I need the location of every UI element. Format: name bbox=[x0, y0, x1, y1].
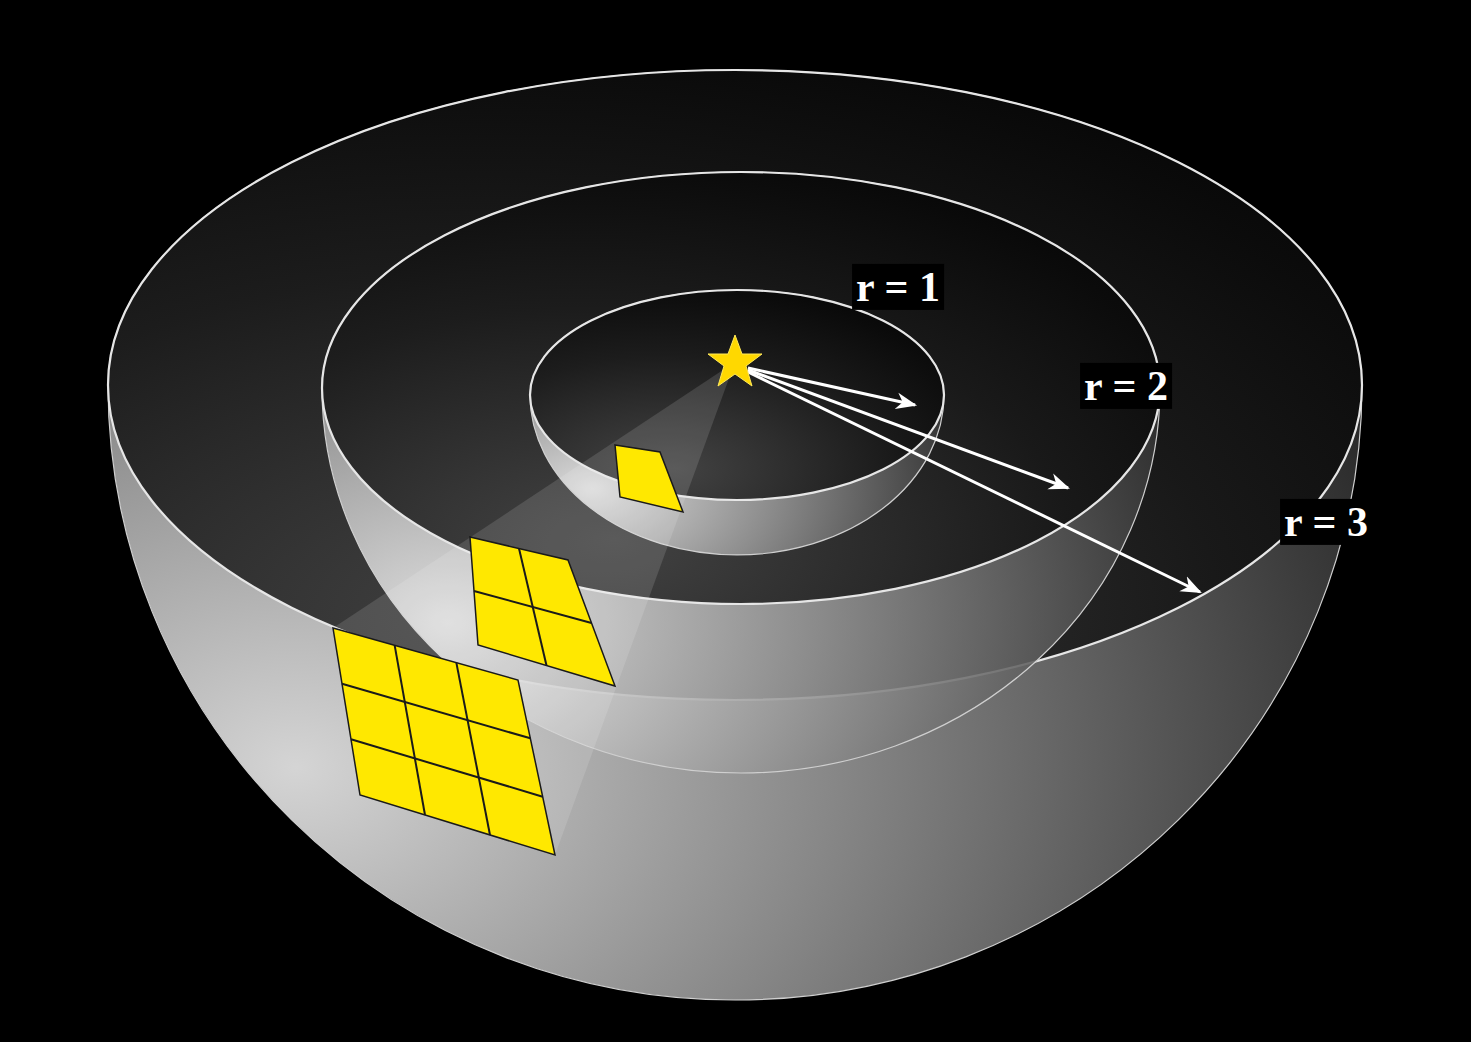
area-squares bbox=[333, 445, 683, 855]
grid-line bbox=[474, 591, 592, 623]
hemisphere-rim bbox=[322, 172, 1160, 604]
area-square bbox=[470, 537, 615, 686]
hemisphere-shell bbox=[108, 70, 1362, 1000]
light-source-star bbox=[708, 335, 762, 386]
radius-label: r = 3 bbox=[1280, 499, 1372, 545]
grid-line bbox=[342, 684, 530, 739]
grid-line bbox=[351, 739, 543, 796]
grid-line bbox=[456, 663, 490, 835]
area-square bbox=[333, 628, 555, 855]
radius-label: r = 1 bbox=[852, 264, 944, 310]
grid-line bbox=[395, 645, 425, 815]
area-square bbox=[615, 445, 683, 512]
light-cone bbox=[333, 362, 735, 855]
radius-label: r = 2 bbox=[1080, 363, 1172, 409]
radius-arrow bbox=[748, 370, 1068, 488]
hemisphere-shells bbox=[108, 70, 1362, 1000]
